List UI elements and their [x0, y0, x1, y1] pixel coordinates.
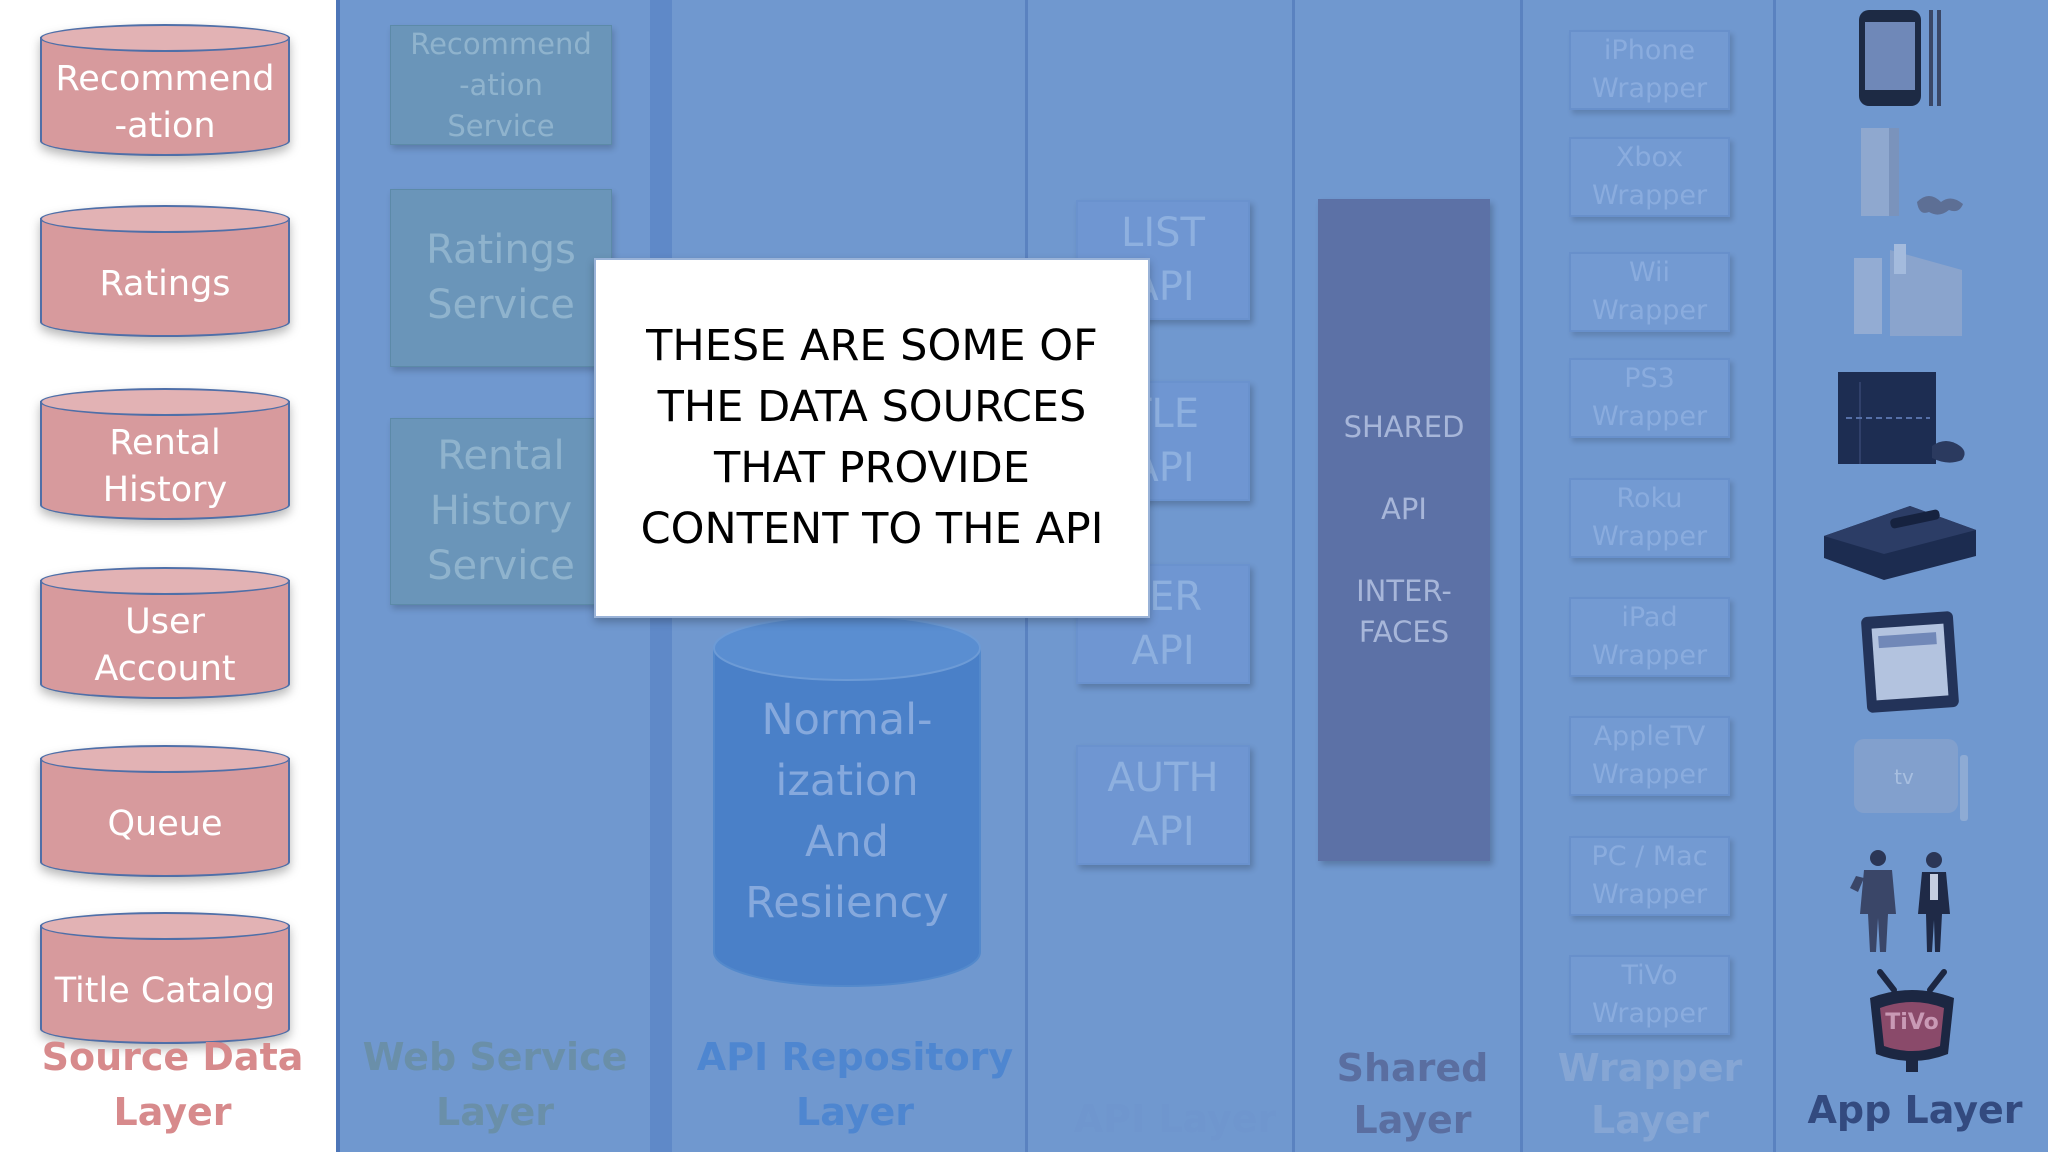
- tivo-icon: TiVo: [1862, 968, 1962, 1076]
- ipad-wrapper-box: iPad Wrapper: [1569, 597, 1730, 677]
- xbox-icon: [1861, 128, 1963, 216]
- normalization-store-label: Normal- ization And Resiiency: [745, 695, 949, 928]
- column-divider: [1520, 0, 1523, 1152]
- column-divider: [1773, 0, 1776, 1152]
- iphone-icon: [1859, 10, 1941, 106]
- appletv-icon: tv: [1852, 735, 1972, 825]
- cylinder-label: Ratings: [99, 263, 231, 304]
- cylinder-label: Rental History: [102, 423, 228, 510]
- pc-mac-wrapper-box: PC / Mac Wrapper: [1569, 836, 1730, 916]
- callout-box: THESE ARE SOME OF THE DATA SOURCES THAT …: [594, 258, 1150, 618]
- cylinder-label: Title Catalog: [54, 970, 276, 1011]
- web-service-layer-label: Web Service Layer: [362, 1035, 628, 1134]
- appletv-wrapper-box: AppleTV Wrapper: [1569, 716, 1730, 796]
- shared-api-interfaces-block: SHARED API INTER- FACES: [1318, 199, 1490, 861]
- ps3-wrapper-box: PS3 Wrapper: [1569, 358, 1730, 438]
- database-cylinder-queue: Queue: [40, 745, 290, 877]
- column-divider: [336, 0, 340, 1152]
- recommendation-service-box: Recommend -ation Service: [390, 25, 612, 145]
- appletv-logo-text: tv: [1894, 765, 1914, 789]
- column-divider: [1292, 0, 1295, 1152]
- cylinder-label: Recommend -ation: [55, 59, 275, 146]
- cylinder-label: Queue: [107, 803, 223, 844]
- rental-history-service-box: Rental History Service: [390, 418, 612, 605]
- database-cylinder-title-catalog: Title Catalog: [40, 912, 290, 1044]
- api-repository-layer-label: API Repository Layer: [696, 1035, 1014, 1134]
- shared-interface-line: FACES: [1358, 615, 1450, 649]
- shared-layer-label: Shared Layer: [1336, 1046, 1489, 1142]
- shared-interface-line: API: [1381, 492, 1427, 526]
- callout-text: THESE ARE SOME OF THE DATA SOURCES THAT …: [640, 321, 1104, 554]
- tivo-logo-text: TiVo: [1885, 1010, 1939, 1035]
- normalization-database-icon: [713, 615, 981, 987]
- shared-interface-line: SHARED: [1343, 410, 1465, 444]
- iphone-wrapper-box: iPhone Wrapper: [1569, 30, 1730, 110]
- database-cylinder-recommendation: Recommend -ation: [40, 24, 290, 156]
- roku-icon: [1824, 506, 1976, 580]
- auth-api-box: AUTH API: [1076, 745, 1250, 865]
- xbox-wrapper-box: Xbox Wrapper: [1569, 137, 1730, 217]
- wii-wrapper-box: Wii Wrapper: [1569, 252, 1730, 332]
- tivo-wrapper-box: TiVo Wrapper: [1569, 955, 1730, 1035]
- database-cylinder-rental-history: Rental History: [40, 388, 290, 520]
- roku-wrapper-box: Roku Wrapper: [1569, 478, 1730, 558]
- source-data-layer-label: Source Data Layer: [41, 1035, 304, 1134]
- wii-icon: [1854, 244, 1962, 336]
- ipad-icon: [1861, 611, 1959, 713]
- database-cylinder-ratings: Ratings: [40, 205, 290, 337]
- wrapper-layer-label: Wrapper Layer: [1557, 1046, 1743, 1142]
- ratings-service-box: Ratings Service: [390, 189, 612, 367]
- database-cylinder-user-account: User Account: [40, 567, 290, 699]
- shared-interface-line: INTER-: [1356, 574, 1452, 608]
- cylinder-label: User Account: [94, 602, 236, 689]
- pc-mac-people-icon: [1850, 850, 1950, 952]
- app-layer-label: App Layer: [1807, 1088, 2023, 1132]
- api-layer-label: API Layer: [1073, 1097, 1277, 1141]
- ps3-icon: [1838, 372, 1965, 464]
